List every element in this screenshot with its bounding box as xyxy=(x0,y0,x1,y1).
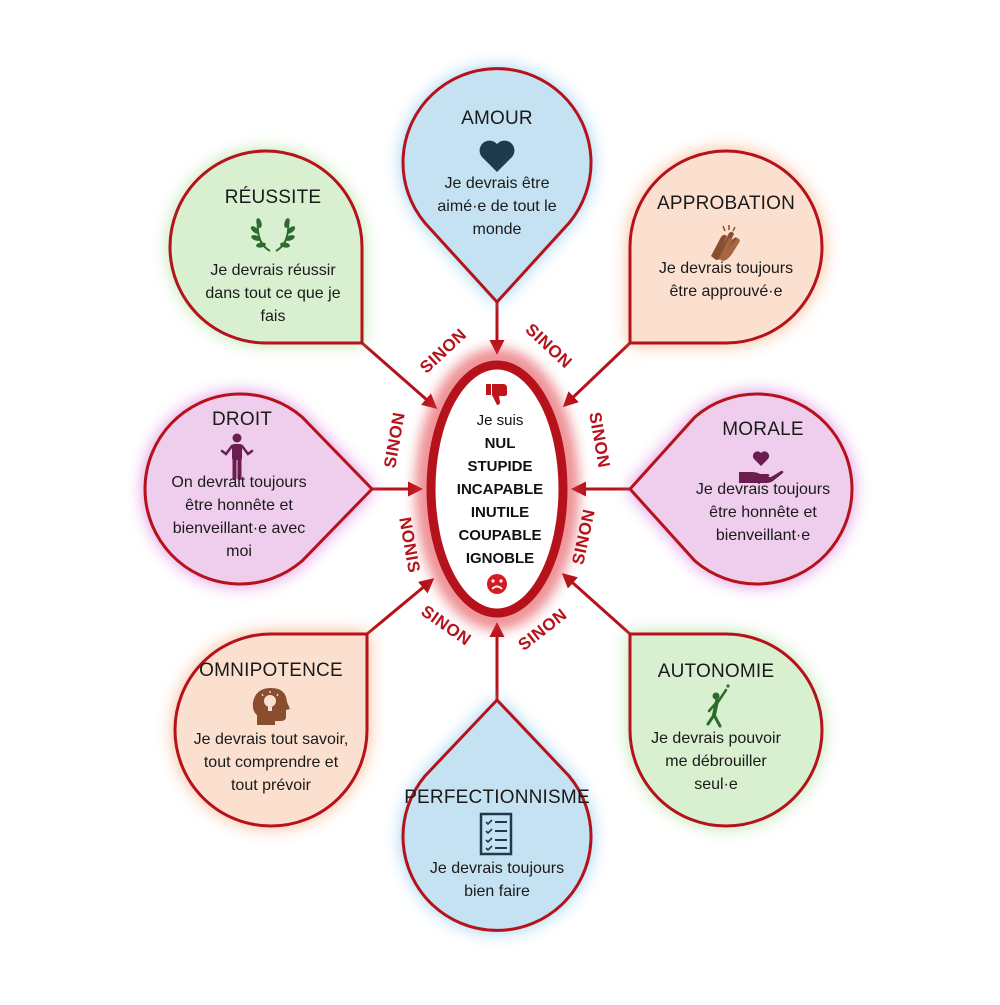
petal-line: tout comprendre et xyxy=(203,754,339,771)
laurel-wreath-icon xyxy=(250,218,296,252)
petal-text-approbation: APPROBATION Je devrais toujours être app… xyxy=(631,193,821,303)
petal-line: être honnête et xyxy=(709,504,817,521)
petal-line: monde xyxy=(472,221,522,238)
head-lightbulb-icon xyxy=(252,688,290,725)
petal-amour xyxy=(401,67,593,305)
connector-arrows xyxy=(361,302,632,700)
petal-omnipotence xyxy=(173,632,369,828)
petal-title: AMOUR xyxy=(461,108,533,129)
center-ellipse xyxy=(426,360,568,618)
petal-line: seul·e xyxy=(694,776,738,793)
petal-line: me débrouiller xyxy=(665,753,767,770)
petal-text-amour: AMOUR Je devrais être aimé·e de tout le … xyxy=(412,108,582,241)
petal-body: Je devrais être aimé·e de tout le monde xyxy=(412,172,582,241)
petal-line: Je devrais toujours xyxy=(695,481,831,498)
petal-line: moi xyxy=(226,543,252,560)
petal-text-reussite: RÉUSSITE Je devrais réussir dans tout ce… xyxy=(178,187,368,328)
heart-in-hand-icon xyxy=(739,451,784,483)
petal-line: aimé·e de tout le xyxy=(437,198,557,215)
thumbs-down-icon xyxy=(486,384,507,405)
petal-autonomie xyxy=(628,632,824,828)
petal-line: bienveillant·e avec xyxy=(172,520,306,537)
petal-line: Je devrais toujours xyxy=(429,860,565,877)
petal-text-autonomie: AUTONOMIE Je devrais pouvoir me débrouil… xyxy=(621,661,811,796)
petal-line: Je devrais toujours xyxy=(658,260,794,277)
petal-text-perfectionnisme: PERFECTIONNISME Je devrais toujours bien… xyxy=(402,787,592,903)
petal-text-omnipotence: OMNIPOTENCE Je devrais tout savoir, tout… xyxy=(176,660,366,797)
petal-body: Je devrais pouvoir me débrouiller seul·e xyxy=(621,727,811,796)
petal-body: Je devrais réussir dans tout ce que je f… xyxy=(178,259,368,328)
arrow-reussite xyxy=(361,341,438,409)
petal-text-morale: MORALE Je devrais toujours être honnête … xyxy=(668,419,858,547)
petal-body: Je devrais toujours être approuvé·e xyxy=(631,257,821,303)
center-word: INCAPABLE xyxy=(456,481,544,498)
petal-line: bien faire xyxy=(464,883,530,900)
checklist-icon xyxy=(479,812,513,856)
petal-title: AUTONOMIE xyxy=(657,661,775,682)
petal-line: On devrait toujours xyxy=(171,474,307,491)
center-word: STUPIDE xyxy=(467,458,533,475)
petal-line: tout prévoir xyxy=(230,777,312,794)
petal-line: bienveillant·e xyxy=(715,527,811,544)
center-intro: Je suis xyxy=(476,412,524,429)
arrow-approbation xyxy=(562,341,632,408)
petal-title: MORALE xyxy=(722,419,804,440)
petal-title: OMNIPOTENCE xyxy=(199,660,343,681)
heart-icon xyxy=(479,140,515,172)
petal-line: Je devrais réussir xyxy=(210,262,336,279)
petal-line: être approuvé·e xyxy=(669,283,783,300)
sinon-label-left-top: SINON xyxy=(380,411,408,470)
petal-title: PERFECTIONNISME xyxy=(404,787,590,808)
center-word: COUPABLE xyxy=(458,527,542,544)
center-word: INUTILE xyxy=(470,504,530,521)
clapping-hands-icon xyxy=(711,225,740,261)
petal-body: On devrait toujours être honnête et bien… xyxy=(144,471,334,563)
center-word: NUL xyxy=(484,435,516,452)
center-word: IGNOBLE xyxy=(465,550,535,567)
person-shrug-icon xyxy=(220,433,254,480)
petal-line: Je devrais être xyxy=(444,175,550,192)
sad-face-icon xyxy=(487,574,507,594)
petal-title: APPROBATION xyxy=(656,193,796,214)
sinon-label-right-top: SINON xyxy=(585,411,613,470)
petal-text-droit: DROIT On devrait toujours être honnête e… xyxy=(144,409,334,563)
petal-morale xyxy=(627,392,854,586)
petal-droit xyxy=(143,392,375,586)
center-glow xyxy=(415,348,579,630)
reaching-person-icon xyxy=(706,684,730,728)
petal-line: fais xyxy=(260,308,286,325)
petal-body: Je devrais toujours être honnête et bien… xyxy=(668,478,858,547)
arrow-autonomie xyxy=(561,573,631,636)
petal-line: être honnête et xyxy=(185,497,293,514)
petals xyxy=(143,67,854,932)
petal-line: dans tout ce que je xyxy=(205,285,341,302)
center-statement: Je suis NUL STUPIDE INCAPABLE INUTILE CO… xyxy=(440,410,560,570)
petal-title: DROIT xyxy=(212,409,273,430)
arrow-omnipotence xyxy=(366,578,435,636)
petal-line: Je devrais tout savoir, xyxy=(193,731,349,748)
petal-title: RÉUSSITE xyxy=(224,187,322,208)
petal-line: Je devrais pouvoir xyxy=(651,730,781,747)
petal-body: Je devrais tout savoir, tout comprendre … xyxy=(176,728,366,797)
petal-body: Je devrais toujours bien faire xyxy=(402,857,592,903)
